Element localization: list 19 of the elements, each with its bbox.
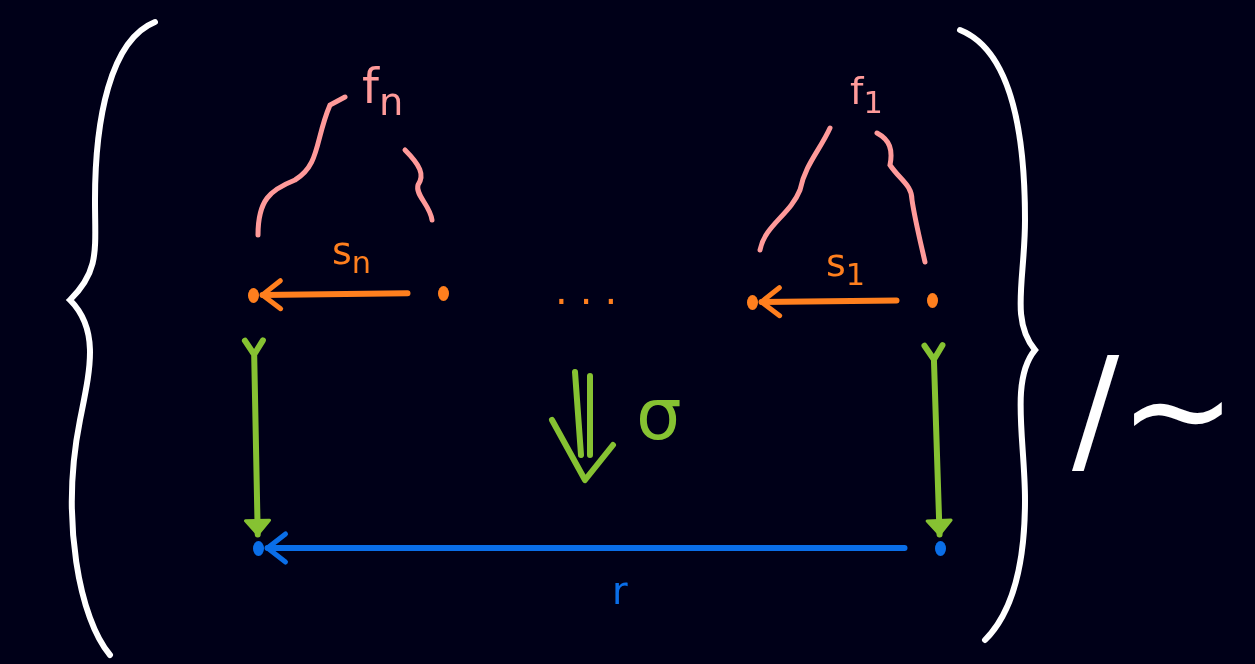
arrow	[758, 285, 900, 319]
edge-label: s$_{1}$	[826, 244, 866, 291]
edge-label: r	[612, 572, 628, 610]
object-dot	[934, 540, 946, 556]
object-dot	[746, 294, 758, 310]
quotient-label: /∼	[1072, 340, 1237, 480]
arrow	[264, 531, 908, 565]
object-dot	[252, 540, 264, 556]
arrow	[921, 342, 953, 538]
edge-label: s$_{n}$	[332, 232, 372, 279]
object-dot	[247, 287, 259, 303]
morphism-label: f$_{1}$	[850, 72, 883, 119]
arrow	[241, 337, 271, 538]
object-dot	[926, 292, 938, 308]
ellipsis: ...	[555, 270, 630, 310]
arrow	[259, 278, 411, 312]
object-dot	[437, 285, 449, 301]
two-cell-label: σ	[636, 378, 682, 450]
morphism-label: f$_{n}$	[362, 62, 404, 121]
